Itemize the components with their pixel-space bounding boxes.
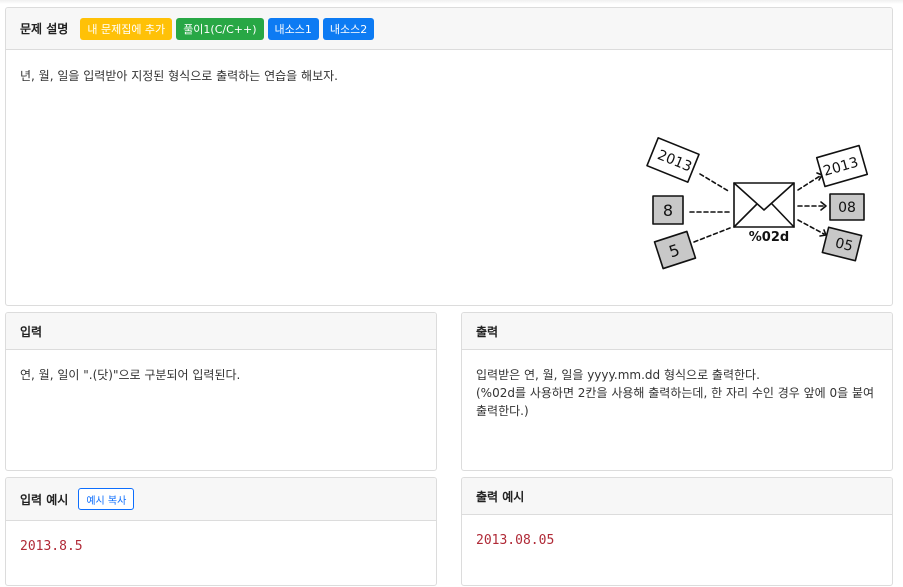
output-card: 출력 입력받은 연, 월, 일을 yyyy.mm.dd 형식으로 출력한다. (…: [461, 312, 893, 471]
input-header: 입력: [6, 313, 436, 350]
my-source-2-button[interactable]: 내소스2: [322, 17, 375, 40]
output-example-card: 출력 예시 2013.08.05: [461, 477, 893, 586]
problem-description-card: 문제 설명 내 문제집에 추가 풀이1(C/C++) 내소스1 내소스2 년, …: [5, 7, 893, 306]
problem-body: 년, 월, 일을 입력받아 지정된 형식으로 출력하는 연습을 해보자.: [6, 50, 892, 101]
input-year-card: [646, 137, 700, 183]
problem-title: 문제 설명: [20, 22, 69, 36]
output-day-label: 05: [833, 235, 854, 255]
output-day-card: [821, 226, 863, 262]
input-example-title: 입력 예시: [20, 492, 69, 507]
format-diagram: 2013 8 5 %02d 2013 08 05: [646, 137, 869, 270]
my-source-1-button[interactable]: 내소스1: [267, 17, 319, 40]
input-card: 입력 연, 월, 일이 ".(닷)"으로 구분되어 입력된다.: [5, 312, 437, 471]
output-example-value: 2013.08.05: [476, 533, 555, 548]
input-body: 연, 월, 일이 ".(닷)"으로 구분되어 입력된다.: [6, 350, 436, 400]
output-example-title: 출력 예시: [476, 489, 525, 504]
envelope-icon: [733, 182, 795, 228]
solution-button[interactable]: 풀이1(C/C++): [176, 17, 264, 40]
input-example-value: 2013.8.5: [20, 539, 83, 554]
output-body: 입력받은 연, 월, 일을 yyyy.mm.dd 형식으로 출력한다. (%02…: [462, 350, 892, 436]
input-example-header: 입력 예시 예시 복사: [6, 478, 436, 521]
output-description-line-2: (%02d를 사용하면 2칸을 사용해 출력하는데, 한 자리 수인 경우 앞에…: [476, 386, 875, 400]
input-example-body: 2013.8.5: [6, 521, 436, 572]
output-month-label: 08: [838, 200, 856, 216]
output-header: 출력: [462, 313, 892, 350]
output-description-line-1: 입력받은 연, 월, 일을 yyyy.mm.dd 형식으로 출력한다.: [476, 368, 760, 382]
input-example-card: 입력 예시 예시 복사 2013.8.5: [5, 477, 437, 586]
copy-example-button[interactable]: 예시 복사: [78, 488, 135, 510]
output-title: 출력: [476, 324, 499, 339]
format-label: %02d: [749, 230, 789, 245]
input-description-text: 연, 월, 일이 ".(닷)"으로 구분되어 입력된다.: [20, 368, 241, 382]
add-to-my-problems-button[interactable]: 내 문제집에 추가: [80, 17, 173, 40]
output-description-line-3: 출력한다.): [476, 404, 529, 418]
output-year-card: [815, 144, 869, 188]
input-title: 입력: [20, 324, 43, 339]
problem-header: 문제 설명 내 문제집에 추가 풀이1(C/C++) 내소스1 내소스2: [6, 8, 892, 50]
input-month-label: 8: [663, 201, 673, 220]
output-example-body: 2013.08.05: [462, 515, 892, 566]
problem-description-text: 년, 월, 일을 입력받아 지정된 형식으로 출력하는 연습을 해보자.: [20, 69, 338, 83]
output-month-card: [829, 193, 865, 221]
output-example-header: 출력 예시: [462, 478, 892, 515]
input-month-card: [652, 195, 684, 225]
top-shadow: [0, 0, 903, 4]
input-day-card: [653, 230, 697, 270]
